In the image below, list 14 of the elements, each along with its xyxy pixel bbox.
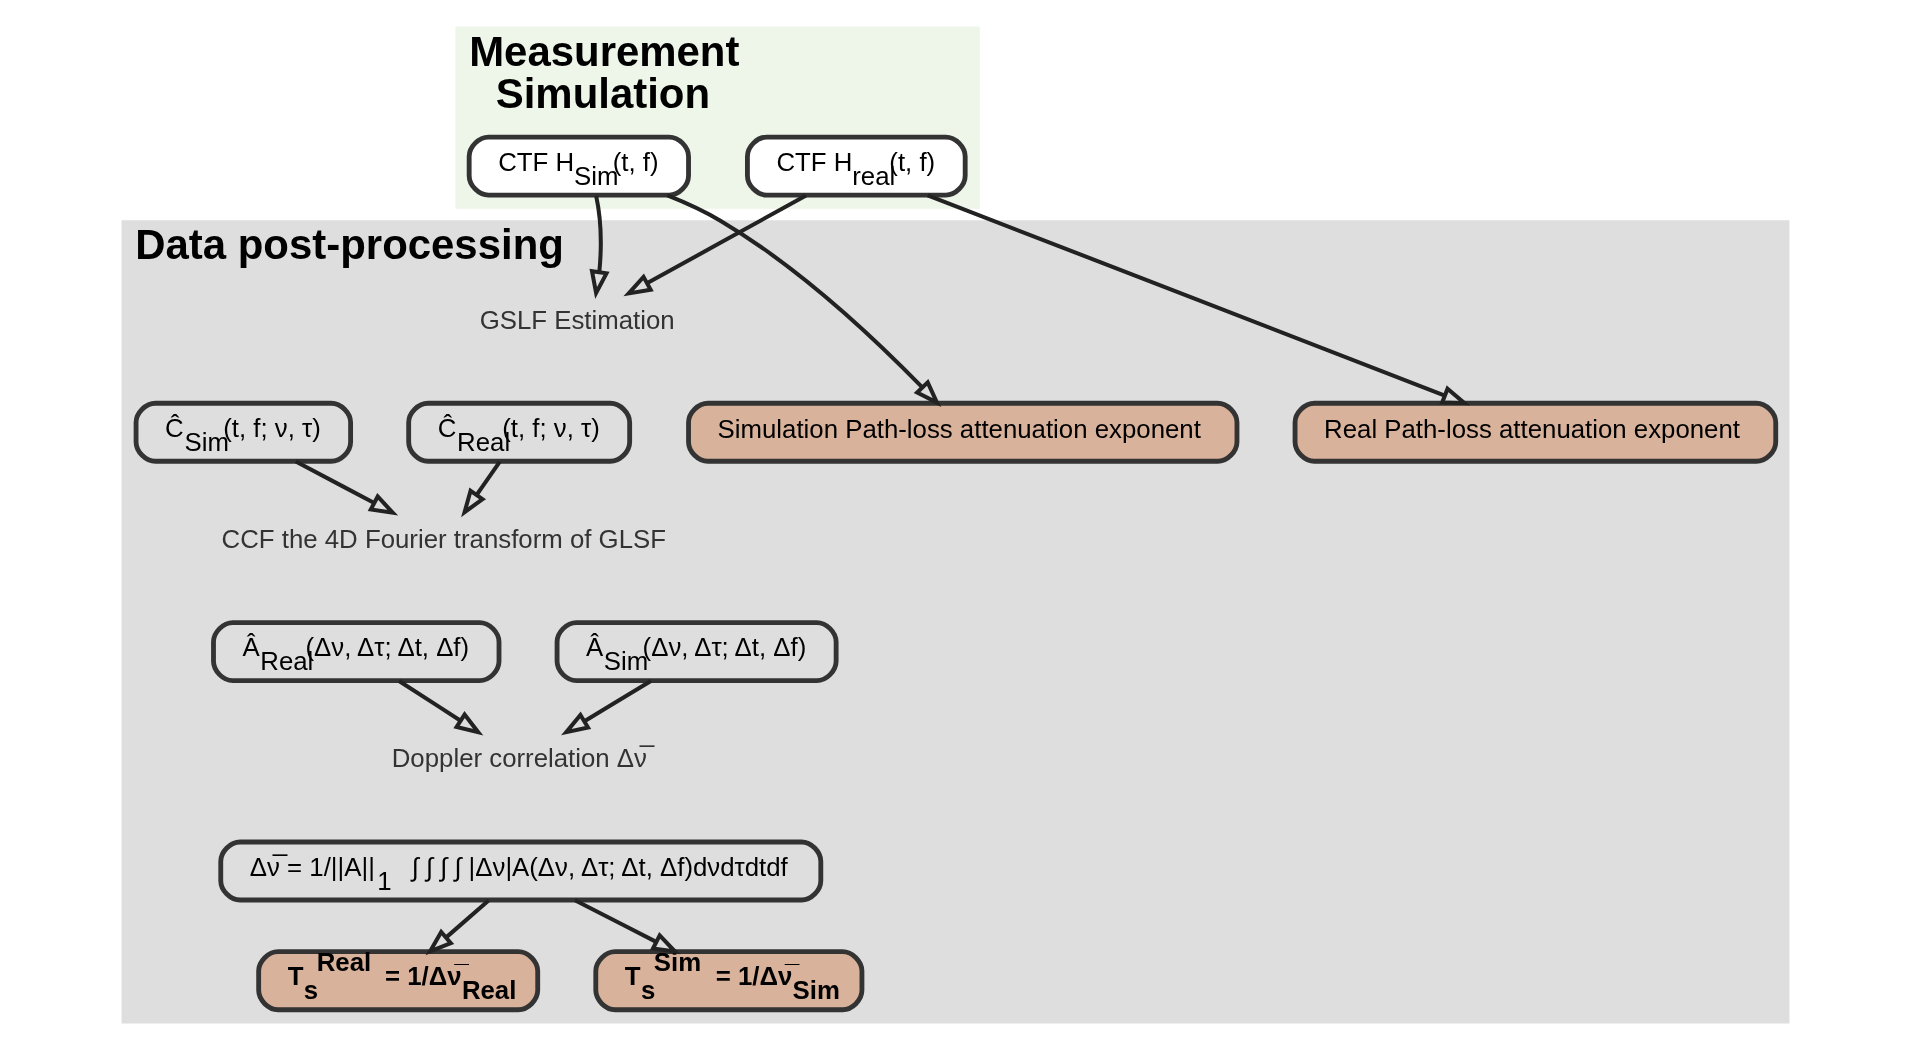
arrow [574,898,681,955]
arrow [926,193,1471,406]
arrow [461,460,502,518]
arrow [294,459,399,516]
arrow [397,679,484,736]
node-text: GSLF Estimation [479,305,675,334]
arrow [623,193,808,297]
arrow [666,193,942,407]
node-box: Real Path-loss attenuation exponent [1292,400,1779,464]
arrow [589,195,610,300]
node-box: Simulation Path-loss attenuation exponent [686,400,1240,464]
arrow [425,899,490,956]
arrow [561,679,652,736]
node-text: CCF the 4D Fourier transform of GLSF [221,525,666,554]
